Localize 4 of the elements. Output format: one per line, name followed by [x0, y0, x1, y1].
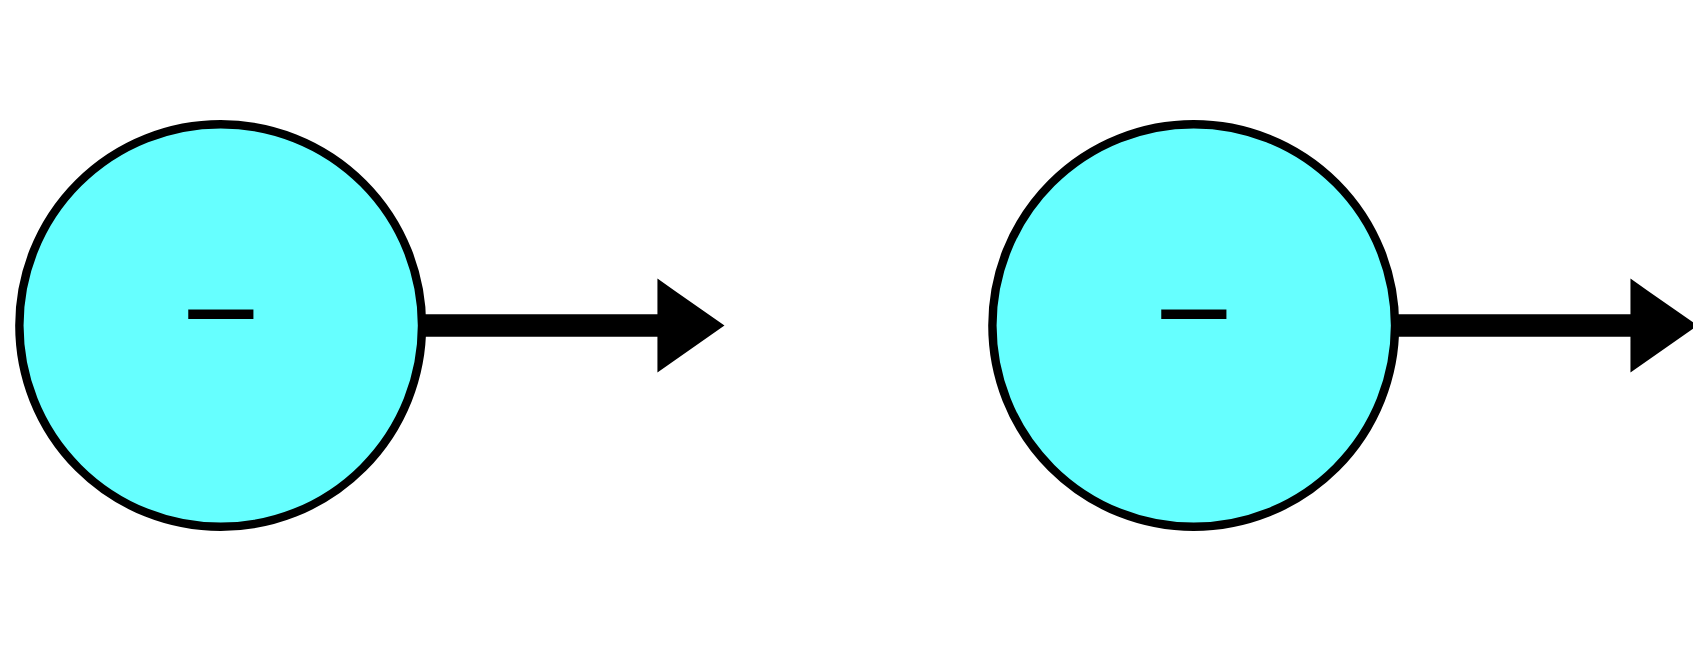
arrow — [422, 278, 725, 372]
arrow — [1395, 278, 1693, 372]
node-circle: − — [988, 119, 1400, 531]
node-circle: − — [15, 119, 427, 531]
